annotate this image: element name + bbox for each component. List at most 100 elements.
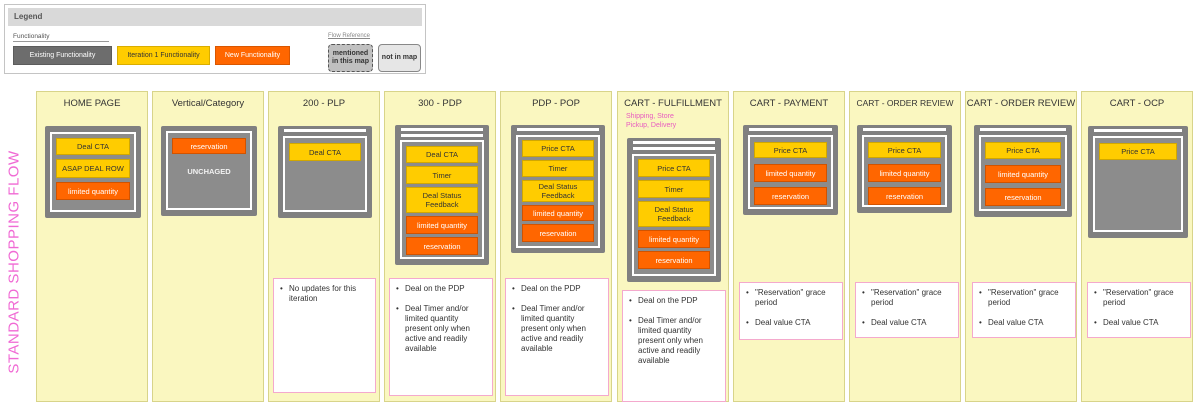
column-title: PDP - POP bbox=[532, 98, 580, 109]
notes-card: Deal on the PDP Deal Timer and/or limite… bbox=[622, 290, 726, 402]
note-item: Deal value CTA bbox=[861, 318, 953, 328]
column-200-plp: 200 - PLP Deal CTA No updates for this i… bbox=[268, 91, 380, 402]
box-timer: Timer bbox=[522, 160, 594, 177]
phone-screen: Price CTA Timer Deal Status Feedback lim… bbox=[516, 135, 600, 248]
phone-mockup: Price CTA Timer Deal Status Feedback lim… bbox=[627, 138, 721, 282]
legend-functionality-label: Functionality bbox=[13, 33, 109, 42]
column-cart-order-review-2: CART - ORDER REVIEW Price CTA limited qu… bbox=[965, 91, 1077, 402]
column-title: Vertical/Category bbox=[171, 98, 245, 109]
column-subtitle: Shipping, Store Pickup, Delivery bbox=[626, 113, 677, 130]
legend-title: Legend bbox=[8, 8, 422, 26]
note-item: "Reservation" grace period bbox=[1093, 288, 1185, 308]
note-item: No updates for this iteration bbox=[279, 284, 370, 304]
notes-card: "Reservation" grace period Deal value CT… bbox=[1087, 282, 1191, 338]
unchanged-status: UNCHAGED bbox=[187, 167, 231, 176]
column-title: CART - OCP bbox=[1109, 98, 1165, 109]
box-price-cta: Price CTA bbox=[868, 142, 941, 158]
phone-mockup: Price CTA limited quantity reservation bbox=[857, 125, 952, 213]
box-limited-quantity: limited quantity bbox=[754, 164, 827, 182]
column-title: CART - FULFILLMENT bbox=[624, 98, 722, 109]
legend-flow-reference-label: Flow Reference bbox=[328, 33, 371, 39]
column-cart-order-review: CART - ORDER REVIEW Price CTA limited qu… bbox=[849, 91, 961, 402]
box-reservation: reservation bbox=[406, 237, 478, 255]
legend: Legend Functionality Existing Functional… bbox=[4, 4, 426, 74]
box-reservation: reservation bbox=[638, 251, 710, 269]
column-cart-ocp: CART - OCP Price CTA "Reservation" grace… bbox=[1081, 91, 1193, 402]
column-vertical-category: Vertical/Category reservation UNCHAGED bbox=[152, 91, 264, 402]
box-deal-status-feedback: Deal Status Feedback bbox=[522, 180, 594, 202]
column-title: 200 - PLP bbox=[302, 98, 346, 109]
column-300-pdp: 300 - PDP Deal CTA Timer Deal Status Fee… bbox=[384, 91, 496, 402]
phone-mockup: Deal CTA Timer Deal Status Feedback limi… bbox=[395, 125, 489, 265]
box-reservation: reservation bbox=[868, 187, 941, 205]
box-deal-cta: Deal CTA bbox=[56, 138, 130, 155]
box-price-cta: Price CTA bbox=[985, 142, 1061, 159]
box-reservation: reservation bbox=[522, 224, 594, 242]
phone-top-bar bbox=[749, 128, 832, 131]
phone-screen: Price CTA bbox=[1093, 136, 1183, 232]
column-title: CART - PAYMENT bbox=[749, 98, 829, 109]
box-price-cta: Price CTA bbox=[638, 159, 710, 177]
box-price-cta: Price CTA bbox=[1099, 143, 1177, 160]
phone-top-bar bbox=[1094, 129, 1182, 132]
box-price-cta: Price CTA bbox=[754, 142, 827, 158]
box-limited-quantity: limited quantity bbox=[638, 230, 710, 248]
phone-mockup: Price CTA bbox=[1088, 126, 1188, 238]
phone-top-bar bbox=[401, 134, 483, 137]
note-item: Deal value CTA bbox=[978, 318, 1070, 328]
phone-screen: Price CTA Timer Deal Status Feedback lim… bbox=[632, 154, 716, 276]
phone-screen: Deal CTA Timer Deal Status Feedback limi… bbox=[400, 140, 484, 259]
phone-top-bar bbox=[633, 141, 715, 144]
legend-not-in-map: not in map bbox=[378, 44, 421, 72]
column-pdp-pop: PDP - POP Price CTA Timer Deal Status Fe… bbox=[500, 91, 612, 402]
box-reservation: reservation bbox=[985, 188, 1061, 206]
phone-mockup: Price CTA Timer Deal Status Feedback lim… bbox=[511, 125, 605, 253]
phone-screen: Deal CTA bbox=[283, 136, 367, 212]
phone-mockup: reservation UNCHAGED bbox=[161, 126, 257, 216]
note-item: Deal Timer and/or limited quantity prese… bbox=[511, 304, 603, 354]
phone-mockup: Deal CTA bbox=[278, 126, 372, 218]
box-timer: Timer bbox=[638, 180, 710, 198]
phone-top-bar bbox=[633, 147, 715, 150]
box-limited-quantity: limited quantity bbox=[406, 216, 478, 234]
column-title: CART - ORDER REVIEW bbox=[966, 98, 1076, 109]
phone-screen: reservation UNCHAGED bbox=[166, 131, 252, 210]
box-asap-deal-row: ASAP DEAL ROW bbox=[56, 159, 130, 178]
notes-card: "Reservation" grace period Deal value CT… bbox=[855, 282, 959, 338]
box-deal-status-feedback: Deal Status Feedback bbox=[406, 187, 478, 213]
phone-top-bar bbox=[517, 128, 599, 131]
column-home-page: HOME PAGE Deal CTA ASAP DEAL ROW limited… bbox=[36, 91, 148, 402]
note-item: "Reservation" grace period bbox=[745, 288, 837, 308]
notes-card: "Reservation" grace period Deal value CT… bbox=[972, 282, 1076, 338]
phone-top-bar bbox=[401, 128, 483, 131]
box-limited-quantity: limited quantity bbox=[868, 164, 941, 182]
note-item: Deal on the PDP bbox=[628, 296, 720, 306]
column-cart-fulfillment: CART - FULFILLMENT Shipping, Store Picku… bbox=[617, 91, 729, 402]
legend-new-functionality: New Functionality bbox=[215, 46, 290, 65]
phone-mockup: Price CTA limited quantity reservation bbox=[974, 125, 1072, 217]
column-cart-payment: CART - PAYMENT Price CTA limited quantit… bbox=[733, 91, 845, 402]
notes-card: Deal on the PDP Deal Timer and/or limite… bbox=[505, 278, 609, 396]
box-deal-status-feedback: Deal Status Feedback bbox=[638, 201, 710, 227]
phone-screen: Price CTA limited quantity reservation bbox=[862, 135, 947, 207]
notes-card: "Reservation" grace period Deal value CT… bbox=[739, 282, 843, 340]
box-limited-quantity: limited quantity bbox=[522, 205, 594, 221]
column-title: 300 - PDP bbox=[418, 98, 462, 109]
note-item: "Reservation" grace period bbox=[978, 288, 1070, 308]
legend-existing-functionality: Existing Functionality bbox=[13, 46, 112, 65]
note-item: "Reservation" grace period bbox=[861, 288, 953, 308]
column-title: HOME PAGE bbox=[63, 98, 121, 109]
note-item: Deal on the PDP bbox=[395, 284, 487, 294]
box-limited-quantity: limited quantity bbox=[56, 182, 130, 200]
box-limited-quantity: limited quantity bbox=[985, 165, 1061, 183]
note-item: Deal on the PDP bbox=[511, 284, 603, 294]
box-timer: Timer bbox=[406, 166, 478, 184]
note-item: Deal Timer and/or limited quantity prese… bbox=[395, 304, 487, 354]
phone-mockup: Deal CTA ASAP DEAL ROW limited quantity bbox=[45, 126, 141, 218]
phone-screen: Price CTA limited quantity reservation bbox=[748, 135, 833, 209]
note-item: Deal Timer and/or limited quantity prese… bbox=[628, 316, 720, 366]
box-deal-cta: Deal CTA bbox=[406, 146, 478, 163]
phone-top-bar bbox=[284, 129, 366, 132]
phone-screen: Deal CTA ASAP DEAL ROW limited quantity bbox=[50, 132, 136, 212]
column-title: CART - ORDER REVIEW bbox=[856, 98, 954, 108]
